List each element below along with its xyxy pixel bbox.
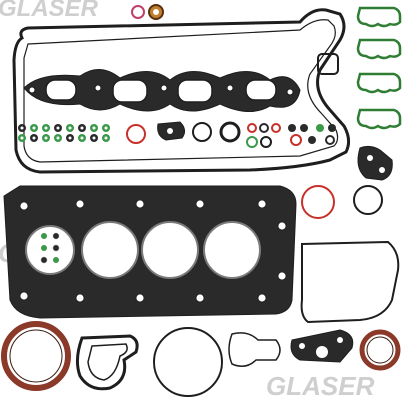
- water-pump-gasket: [75, 334, 139, 391]
- bolt-hole: [160, 84, 168, 92]
- head-bolt-hole: [75, 199, 85, 209]
- camshaft-seal: [359, 329, 401, 371]
- top-small-seals: [131, 4, 164, 20]
- cylinder-bore-1: [81, 221, 139, 279]
- cylinder-bore-4: [25, 225, 75, 275]
- head-bolt-hole: [257, 199, 267, 209]
- oring-red-large: [301, 185, 335, 219]
- camshaft-seal-small-inner: [153, 9, 159, 15]
- thermostat-housing-gasket: [228, 332, 281, 367]
- oil-filter-adapter-gasket: [357, 145, 393, 181]
- oil-pan-gasket: [300, 240, 400, 324]
- head-bolt-hole: [195, 293, 205, 303]
- oring-black-small: [219, 121, 241, 143]
- egr-valve-gasket: [290, 329, 354, 363]
- valve-cover-inner: [23, 19, 339, 163]
- intake-gasket-1: [356, 6, 402, 28]
- intake-gasket-4: [356, 108, 402, 130]
- watermark-bottom-right: GLASER: [266, 371, 375, 400]
- bolt-hole: [94, 84, 102, 92]
- cylinder-head-gasket: [3, 185, 297, 319]
- small-seal-cluster: [40, 232, 60, 264]
- oring-black-medium: [192, 122, 212, 142]
- head-bolt-hole: [135, 199, 145, 209]
- valve-stem-seals-left: [18, 124, 110, 142]
- plug-hole-1: [45, 79, 77, 101]
- head-bolt-hole: [277, 271, 287, 281]
- valve-cover-outline: [12, 8, 351, 174]
- head-bolt-hole: [19, 201, 29, 211]
- head-bolt-hole: [75, 293, 85, 303]
- intake-gaskets: [356, 6, 402, 130]
- watermark-top: GLASER: [0, 0, 99, 22]
- small-square-gasket: [317, 53, 339, 75]
- oring-black-large: [353, 185, 383, 215]
- head-bolt-hole: [195, 199, 205, 209]
- small-oring-pink: [131, 5, 145, 19]
- plug-hole-4: [245, 79, 277, 101]
- head-bolt-hole: [277, 221, 287, 231]
- oring-row: [18, 121, 336, 148]
- head-bolt-hole: [257, 293, 267, 303]
- bolt-hole: [286, 88, 294, 96]
- cylinder-bore-2: [141, 221, 199, 279]
- valve-stem-seals-right: [246, 123, 336, 148]
- plug-seal-strip: [23, 69, 301, 112]
- cylinder-bore-3: [203, 221, 261, 279]
- head-bolt-hole: [135, 293, 145, 303]
- valve-cover-gasket: [12, 8, 351, 174]
- crankshaft-seal-large: [1, 321, 71, 391]
- oring-red-medium: [126, 124, 146, 144]
- thermostat-oring: [153, 327, 223, 397]
- head-bolt-hole: [19, 291, 29, 301]
- bottom-row-parts: [1, 321, 401, 397]
- bolt-hole: [28, 86, 36, 94]
- intake-gasket-2: [356, 38, 402, 60]
- plug-hole-2: [112, 79, 148, 103]
- plug-hole-3: [177, 79, 213, 103]
- bolt-hole: [226, 84, 234, 92]
- intake-gasket-3: [356, 72, 402, 94]
